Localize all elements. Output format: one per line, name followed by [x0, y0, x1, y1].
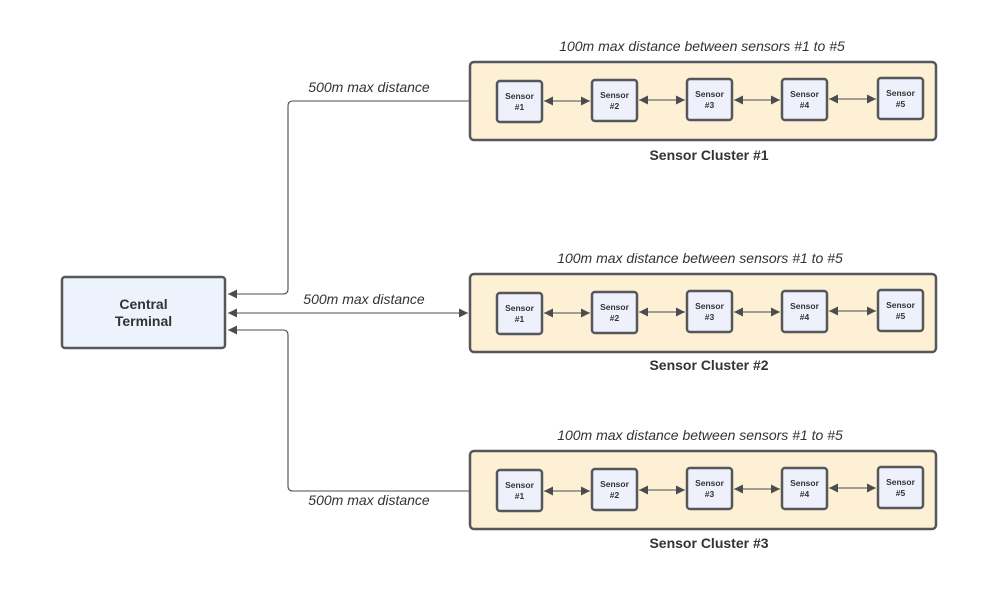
sensor-3: Sensor #3 — [685, 289, 734, 334]
sensor-box — [876, 465, 925, 510]
sensor-label: Sensor — [790, 89, 820, 99]
sensor-number: #1 — [515, 102, 525, 112]
cluster-note: 100m max distance between sensors #1 to … — [557, 250, 843, 266]
sensor-box — [495, 291, 544, 336]
sensor-5: Sensor #5 — [876, 76, 925, 121]
central-terminal: Central Terminal — [60, 275, 227, 350]
sensor-2: Sensor #2 — [590, 78, 639, 123]
sensor-label: Sensor — [886, 88, 916, 98]
link-label-cluster-2: 500m max distance — [303, 291, 425, 307]
sensor-label: Sensor — [886, 477, 916, 487]
sensor-3: Sensor #3 — [685, 466, 734, 511]
link-terminal-cluster-1 — [228, 96, 496, 299]
sensor-label: Sensor — [505, 91, 535, 101]
sensor-box — [876, 288, 925, 333]
sensor-number: #5 — [896, 99, 906, 109]
sensor-box — [495, 468, 544, 513]
link-label-cluster-1: 500m max distance — [308, 79, 430, 95]
sensor-label: Sensor — [600, 90, 630, 100]
sensor-number: #5 — [896, 311, 906, 321]
sensor-label: Sensor — [695, 89, 725, 99]
sensor-box — [780, 466, 829, 511]
cluster-title: Sensor Cluster #1 — [649, 147, 768, 163]
cluster-title: Sensor Cluster #2 — [649, 357, 768, 373]
central-terminal-box — [60, 275, 227, 350]
sensor-label: Sensor — [790, 301, 820, 311]
sensor-label: Sensor — [886, 300, 916, 310]
sensor-box — [590, 290, 639, 335]
sensor-box — [876, 76, 925, 121]
sensor-label: Sensor — [790, 478, 820, 488]
sensor-number: #1 — [515, 314, 525, 324]
sensor-number: #4 — [800, 100, 810, 110]
link-label-cluster-3: 500m max distance — [308, 492, 430, 508]
sensor-3: Sensor #3 — [685, 77, 734, 122]
sensor-number: #2 — [610, 313, 620, 323]
sensor-number: #2 — [610, 490, 620, 500]
cluster-title: Sensor Cluster #3 — [649, 535, 768, 551]
sensor-1: Sensor #1 — [495, 468, 544, 513]
sensor-label: Sensor — [695, 301, 725, 311]
sensor-number: #4 — [800, 312, 810, 322]
sensor-label: Sensor — [600, 302, 630, 312]
sensor-2: Sensor #2 — [590, 290, 639, 335]
cluster-note: 100m max distance between sensors #1 to … — [557, 427, 843, 443]
sensor-4: Sensor #4 — [780, 289, 829, 334]
sensor-label: Sensor — [600, 479, 630, 489]
sensor-number: #3 — [705, 100, 715, 110]
sensor-cluster-3: 100m max distance between sensors #1 to … — [468, 427, 938, 551]
sensor-box — [685, 289, 734, 334]
sensor-label: Sensor — [505, 303, 535, 313]
sensor-number: #3 — [705, 312, 715, 322]
sensor-5: Sensor #5 — [876, 288, 925, 333]
sensor-number: #2 — [610, 101, 620, 111]
sensor-box — [590, 78, 639, 123]
sensor-5: Sensor #5 — [876, 465, 925, 510]
sensor-cluster-2: 100m max distance between sensors #1 to … — [468, 250, 938, 373]
central-terminal-line1: Central — [119, 296, 167, 312]
sensor-4: Sensor #4 — [780, 77, 829, 122]
sensor-number: #4 — [800, 489, 810, 499]
sensor-number: #1 — [515, 491, 525, 501]
central-terminal-line2: Terminal — [115, 313, 172, 329]
sensor-1: Sensor #1 — [495, 79, 544, 124]
sensor-label: Sensor — [505, 480, 535, 490]
sensor-4: Sensor #4 — [780, 466, 829, 511]
sensor-label: Sensor — [695, 478, 725, 488]
sensor-number: #3 — [705, 489, 715, 499]
sensor-cluster-1: 100m max distance between sensors #1 to … — [468, 38, 938, 163]
link-terminal-cluster-3 — [228, 325, 496, 496]
sensor-box — [685, 77, 734, 122]
sensor-box — [780, 77, 829, 122]
sensor-2: Sensor #2 — [590, 467, 639, 512]
sensor-1: Sensor #1 — [495, 291, 544, 336]
cluster-note: 100m max distance between sensors #1 to … — [559, 38, 845, 54]
sensor-box — [495, 79, 544, 124]
sensor-box — [590, 467, 639, 512]
sensor-box — [685, 466, 734, 511]
sensor-number: #5 — [896, 488, 906, 498]
sensor-box — [780, 289, 829, 334]
